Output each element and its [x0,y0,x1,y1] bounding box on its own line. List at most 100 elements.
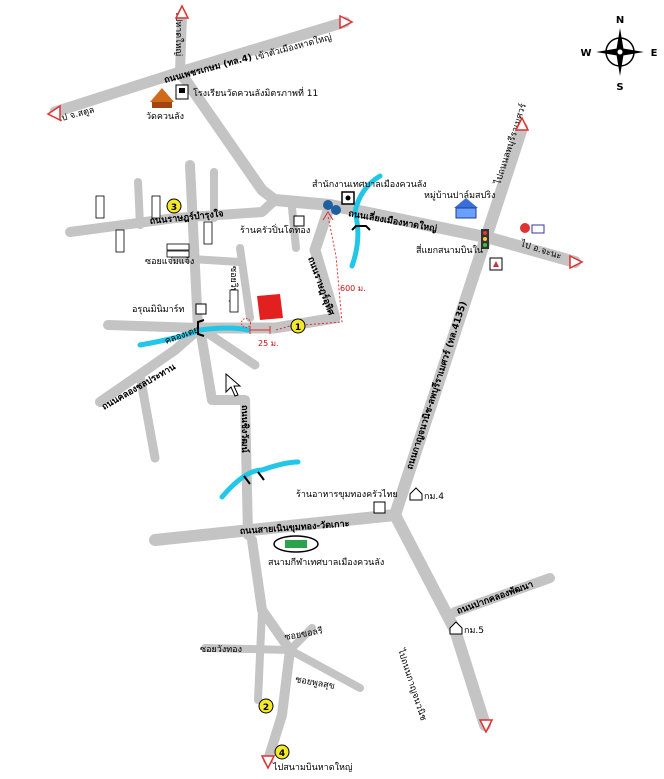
road-klong-branch [135,370,160,463]
compass-e: E [651,48,658,59]
road-soi-chaemchaeng [171,254,244,266]
km-markers: กม.4 กม.5 [409,487,484,636]
route-path-short [275,325,291,331]
marker-1 [290,318,306,334]
label-to-airport: ไปสนามบินหาดใหญ่ [272,762,353,773]
school: โรงเรียนวัดควนลังมิตรภาพที่ 11 [175,84,318,100]
road-left-cross [103,320,205,333]
label-to-kanchana: ไปถนนกาญจนวนิช [395,647,429,723]
markers: 1 3 2 4 [166,198,306,760]
house-icon-body [455,207,477,219]
building-icon [203,221,213,245]
canal-south [219,459,301,500]
compass-s: S [616,82,623,93]
marker-4 [274,744,290,760]
road-soi-4 [288,204,300,252]
shop-icon [195,303,207,315]
label-pakklong: ถนนปากคลองพัฒนา [455,579,534,617]
bus-stops [323,200,341,215]
bridges [197,225,371,485]
minimart: อรุณมินิมาร์ท [132,303,207,315]
road-city-bypass [269,194,581,268]
label-soi-wisuth: ซอยวิษณุ [228,266,239,302]
road-sai-nen [149,509,401,546]
road-kanchanawanit [389,122,528,731]
label-restaurant: ร้านอาหารขุมทองครัวไทย [296,489,398,500]
marker-4-label: 4 [279,749,285,759]
distance-600: 600 ม. [340,284,366,293]
building-icon [151,195,161,219]
label-bread-shop: ร้านครัวปิ่นโตทอง [240,223,310,236]
stop-icon [323,200,333,210]
buildings [95,195,239,313]
route-overlay: 600 ม. 25 ม. [241,211,366,348]
label-temple: วัดควนลัง [146,112,184,122]
building-icon [166,243,190,251]
road-soi-phunsuk [286,646,364,692]
label-km4: กม.4 [424,492,444,502]
label-stadium: สนามกีฬาเทศบาลเมืองควนลัง [268,557,384,568]
building-icon [166,250,190,258]
marker-2 [258,698,274,714]
temple-base-icon [152,102,172,108]
compass-n: N [616,15,624,26]
road-south-west-branch [254,606,266,704]
destination-marker-icon [257,294,283,320]
km-post-icon [449,621,463,635]
bridge-north [351,225,371,231]
office-icon-dot [345,195,351,201]
bridge-west [197,319,205,337]
compass-center [616,48,624,56]
road-north-hatyai [175,10,187,77]
municipal-office: สำนักงานเทศบาลเมืองควนลัง [312,179,427,205]
label-municipal-office: สำนักงานเทศบาลเมืองควนลัง [312,179,427,190]
label-km5: กม.5 [464,626,484,636]
label-minimart: อรุณมินิมาร์ท [132,303,184,315]
label-soi-phunsuk: ซอยพูลสุข [294,675,335,692]
road-vertical-west [185,160,203,333]
distance-25: 25 ม. [258,339,279,348]
bridge-south [243,471,265,485]
stadium-field [285,540,307,548]
building-icon [115,229,125,253]
marker-3-label: 3 [171,203,177,213]
arrow-north-east-icon [514,116,530,131]
label-soi-chaemchaeng: ซอยแจ่มแจ้ง [145,256,194,267]
road-soi-1 [134,178,144,229]
road-soi-khaori [286,624,316,654]
canal-west [137,325,251,348]
arrow-west-icon [46,104,61,122]
route-path [289,215,343,327]
stop-icon [331,205,341,215]
route-arrow-icon [322,211,334,221]
road-network [49,10,581,765]
sign-icon [531,224,545,234]
intersection: สี่แยกสนามบินใน [416,223,545,271]
bread-shop: ร้านครัวปิ่นโตทอง [240,215,310,236]
direction-arrows [46,4,584,770]
canal-north [349,173,383,269]
village: หมู่บ้านปาล์มสปริง [424,189,495,219]
house-icon [454,198,478,208]
road-chingsiwat [195,323,253,540]
km-post-icon [409,487,423,501]
label-to-hatyai: ไปหาดใหญ่ [173,10,184,56]
marker-2-label: 2 [263,703,269,713]
compass-rose: N S E W [580,15,657,93]
arrow-east-chana-icon [569,254,584,270]
temple-roof-icon [150,88,174,102]
stadium: สนามกีฬาเทศบาลเมืองควนลัง [268,535,384,568]
temple: วัดควนลัง [146,88,184,122]
cursor-icon [225,372,242,397]
label-kanchanawanit: ถนนกาญจนวนิช-ลพบุรีราเมศวร์ (ทล.4135) [403,300,469,471]
shop-icon [293,215,305,227]
school-icon-detail [179,88,185,93]
arrow-south-airport-icon [260,755,276,770]
person-icon [520,223,530,233]
road-pakklong [450,573,555,617]
scale-marker-icon [249,326,271,334]
road-soi-wiangthong [201,644,294,654]
canals [137,173,383,500]
destination [257,294,283,320]
